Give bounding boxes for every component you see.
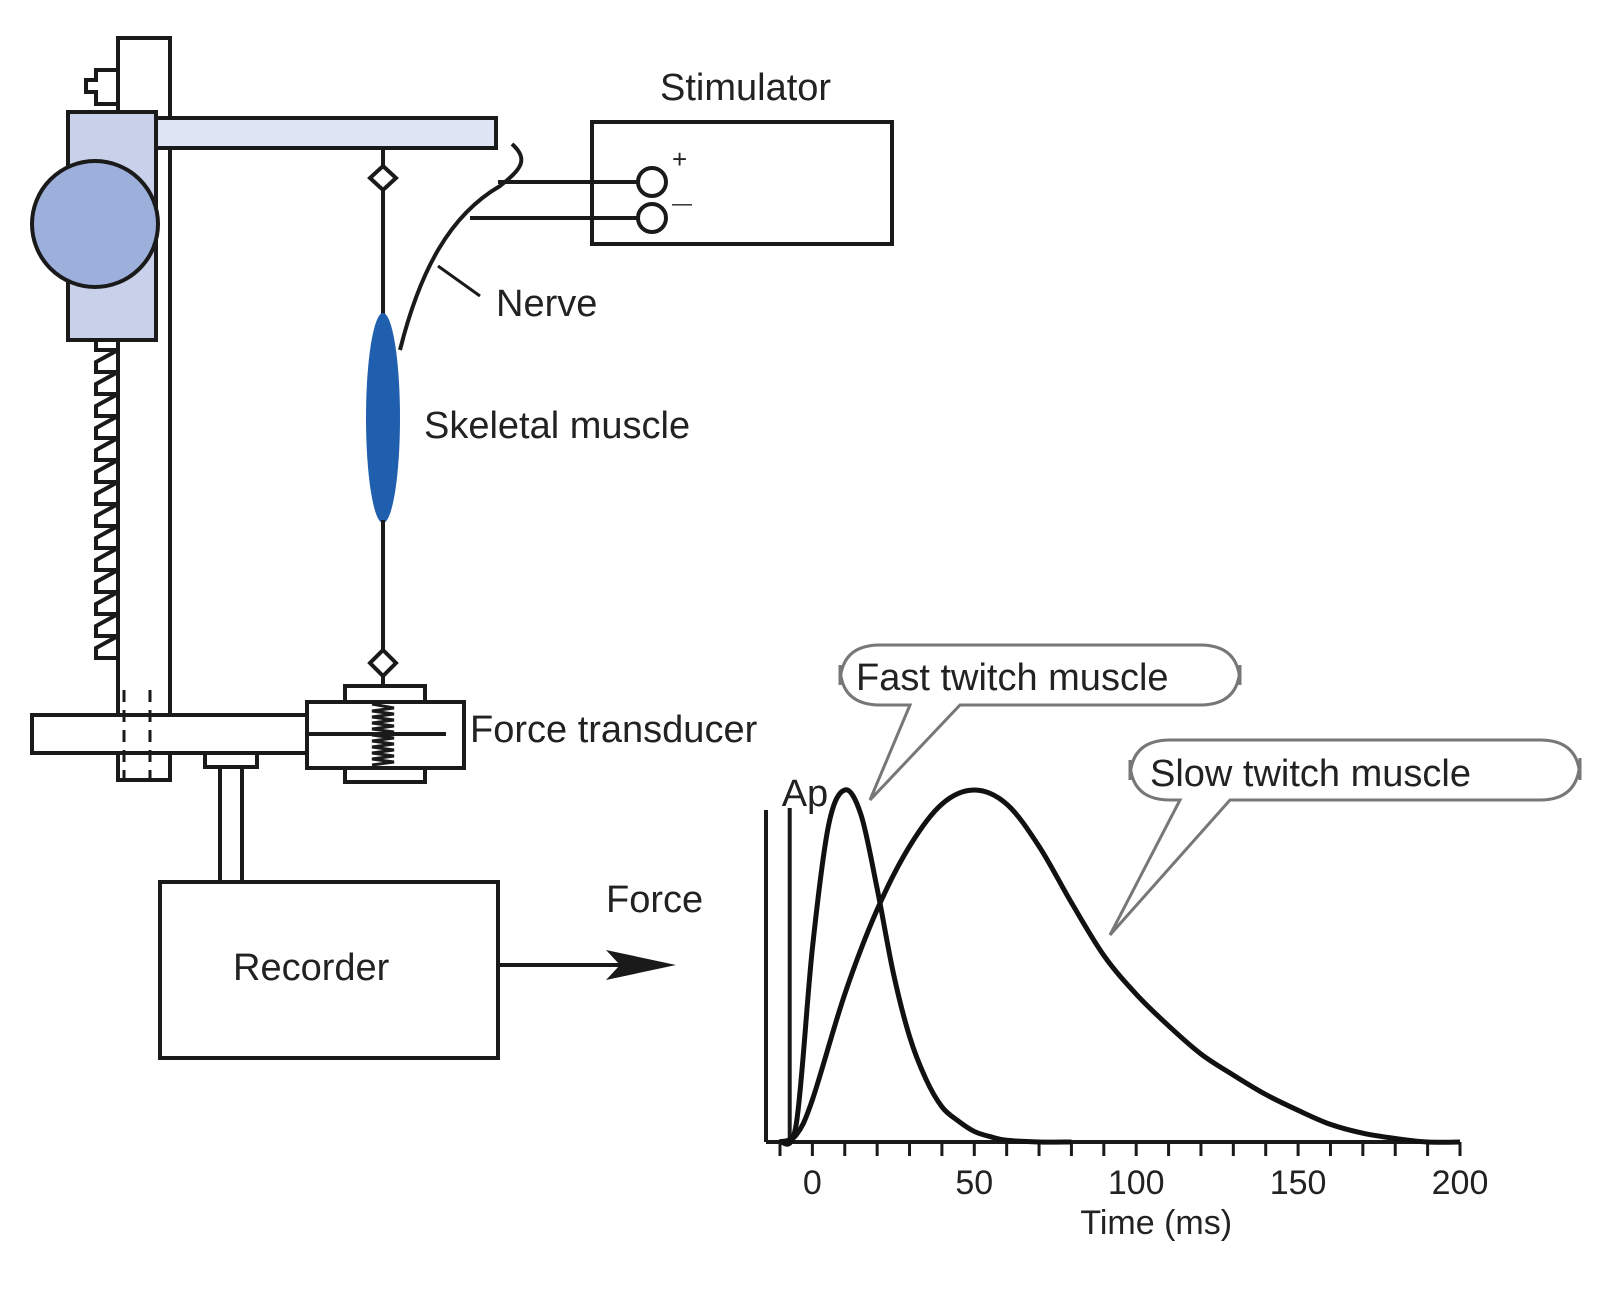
force-transducer-device — [305, 684, 466, 784]
force-transducer-label: Force transducer — [470, 709, 758, 751]
slow-twitch-label: Slow twitch muscle — [1150, 753, 1471, 795]
muscle-assembly — [366, 148, 400, 690]
transducer-top-cap — [343, 684, 427, 704]
x-tick-label: 50 — [955, 1164, 993, 1202]
rack-teeth-lower — [94, 328, 119, 660]
lower-hook-icon — [367, 647, 399, 679]
recorder-label: Recorder — [233, 947, 390, 989]
x-tick-label: 150 — [1270, 1164, 1327, 1202]
transducer-mount — [203, 751, 259, 769]
slow-twitch-bubble — [1108, 738, 1582, 936]
upper-hook-icon — [367, 163, 399, 193]
stimulator-terminal-minus-icon — [636, 202, 668, 234]
minus-sign: — — [672, 193, 692, 215]
nerve-label: Nerve — [496, 283, 597, 325]
recorder-box — [158, 880, 500, 1060]
x-tick-label: 0 — [803, 1164, 822, 1202]
slow-twitch-curve — [779, 787, 1461, 1145]
slow-twitch-callout: Slow twitch muscle — [1108, 738, 1582, 936]
fast-twitch-label: Fast twitch muscle — [856, 657, 1169, 699]
stimulator-device — [470, 120, 894, 246]
nerve-fiber — [398, 142, 524, 351]
stand-top-arm — [154, 116, 498, 150]
force-label: Force — [606, 879, 703, 921]
ap-label: Ap — [782, 773, 828, 815]
stimulator-terminal-plus-icon — [636, 166, 668, 198]
fast-twitch-curve — [778, 787, 1072, 1147]
plus-sign: + — [672, 144, 687, 174]
fast-twitch-callout: Fast twitch muscle — [838, 643, 1242, 802]
skeletal-muscle-label: Skeletal muscle — [424, 405, 690, 447]
x-tick-label: 100 — [1108, 1164, 1165, 1202]
x-axis-title: Time (ms) — [1080, 1204, 1232, 1242]
transducer-bottom-cap — [343, 766, 427, 784]
arrow-head-icon — [606, 950, 676, 980]
rack-teeth — [84, 68, 118, 106]
stimulator-label: Stimulator — [660, 67, 831, 109]
clamp-knob — [30, 159, 160, 289]
x-tick-label: 200 — [1432, 1164, 1489, 1202]
nerve-leader — [437, 264, 481, 298]
recorder-device — [158, 880, 676, 1060]
skeletal-muscle-shape — [366, 313, 400, 523]
fast-twitch-bubble — [838, 643, 1242, 802]
